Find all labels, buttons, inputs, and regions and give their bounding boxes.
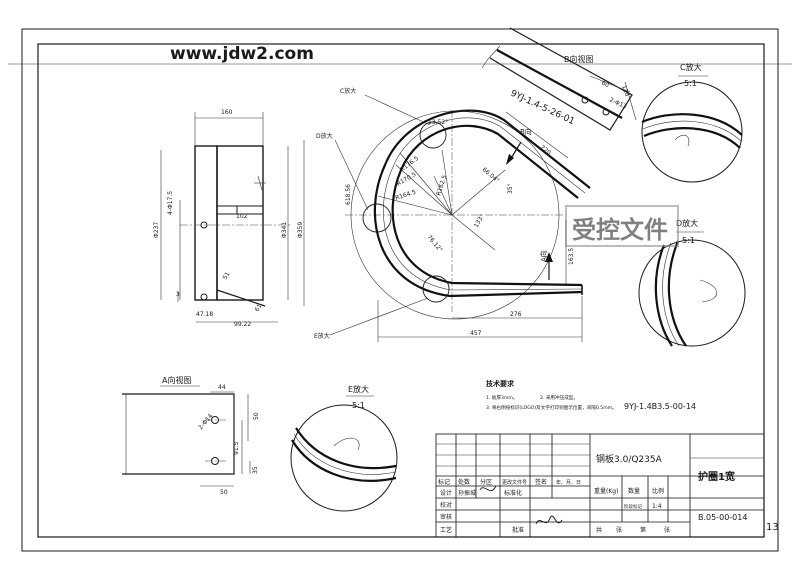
a-view-dim-35: 35 [252,466,259,474]
a-view [122,391,251,487]
dim-left-99: 99.22 [234,321,251,328]
title-part-ref: 9YJ-1.4B3.5-00-14 [624,402,696,411]
dim-left-160: 160 [221,109,233,116]
tb-header-zone: 分区 [480,478,492,486]
tb-sheets-total-b: 张 [616,526,622,534]
dim-main-angle-13: 13.52° [428,119,448,126]
c-detail-view [641,81,743,183]
dim-main-angle-35: 35° [507,183,514,194]
e-detail-title: E放大 [348,384,369,394]
dim-main-r162: R162.5 [435,174,448,197]
tb-role-check: 校对 [440,501,452,509]
tb-sheets-index-b: 张 [664,526,670,534]
d-detail-view [638,239,746,347]
svg-text:受控文件: 受控文件 [572,216,668,244]
dim-left-d341: Φ341 [281,222,288,238]
d-detail-title: D放大 [676,218,698,228]
a-view-dim-50-top: 50 [253,412,260,420]
a-view-dim-50-bottom: 50 [220,489,228,496]
tb-role-review: 审核 [440,513,452,521]
leader-d-label: D放大 [316,132,333,140]
tb-scale-value: 1:4 [652,503,662,510]
a-view-title: A向视图 [162,375,191,385]
tb-material: 钢板3.0/Q235A [596,453,663,465]
dim-main-457: 457 [470,330,482,337]
tb-scale-label: 比例 [652,487,664,495]
dim-left-d237: Φ237 [153,222,160,238]
e-detail-view [290,404,398,512]
b-view-dim-128: 128 [620,84,631,97]
b-view-title: B向视图 [564,54,594,64]
dim-left-47: 47.18 [196,311,213,318]
d-detail-scale: 5:1 [682,236,695,245]
dim-main-r176: R176.5 [399,155,420,174]
tb-header-signature: 签名 [535,478,547,486]
outer-frame [21,28,779,552]
main-view-guard [329,94,591,342]
left-section-view [160,112,305,323]
dim-left-d359: Φ359 [297,222,304,238]
b-view [481,27,637,131]
tb-header-date: 年、月、日 [556,479,581,486]
dim-main-163: 163.5 [568,248,575,265]
leader-e-label: E放大 [314,332,330,340]
signature-scribble [535,515,563,525]
dim-main-618: 618.56 [345,184,352,205]
notes-item-3: 3. 将右侧按标识(LOGO)及文字打印到图示位置，间隔0.5mm。 [486,404,617,411]
b-direction-label: B向 [520,127,532,136]
inner-frame [37,43,765,538]
dim-main-angle-76: 76.12° [425,234,443,254]
dim-left-102: 102 [236,213,248,220]
tb-extra-approve: 批准 [512,526,524,534]
watermark-url: www.jdw2.com [170,44,314,64]
dim-left-holes: 4-Φ17.5 [167,191,174,215]
tb-sheets-total-a: 共 [596,526,602,534]
c-detail-scale: 5:1 [684,79,697,88]
notes-item-2: 2. 采用冲压成型。 [540,394,578,401]
tb-sheets-index-a: 第 [640,526,646,534]
a-direction-label: A向 [539,250,548,262]
dim-main-angle-133: 133° [473,213,486,229]
leader-c-label: C放大 [340,87,356,95]
tb-name-design: 孙振城 [458,489,476,497]
a-view-dim-91: 91.5 [233,441,240,455]
tb-drawing-number: B.05-00-014 [698,513,747,522]
tb-stage-label: 阶段标记 [624,503,642,510]
e-detail-scale: 5:1 [352,401,365,410]
title-block [435,433,765,538]
c-detail-title: C放大 [680,62,702,72]
tb-side-note: 13 [766,522,779,533]
tb-extra-standard: 标准化 [504,489,522,497]
tb-header-count: 处数 [458,478,470,486]
dim-left-3: 3 [176,291,180,298]
tb-role-process: 工艺 [440,526,452,534]
b-view-dim-60: 60 [600,79,610,89]
controlled-document-stamp: 受控文件 [565,205,679,247]
tb-role-design: 设计 [440,489,452,497]
b-view-dim-holes: 2-Φ13 [608,96,628,110]
tb-quantity-label: 数量 [628,487,640,495]
a-view-dim-44: 44 [218,384,226,391]
notes-heading: 技术要求 [486,379,515,388]
dim-main-r164: R164.5 [394,189,417,202]
notes-item-1: 1. 板厚3mm。 [486,394,518,401]
designer-signature [479,485,497,492]
dim-main-276: 276 [510,311,522,318]
dim-left-51: 51 [222,271,232,281]
dim-left-61: 61 [254,303,264,313]
dim-main-220: 220 [539,144,552,157]
tb-header-change-doc: 更改文件号 [502,479,527,486]
tb-header-mark: 标记 [438,478,450,486]
tb-part-name: 护圈1宽 [698,470,735,483]
tb-weight-label: 重量(Kg) [594,487,618,495]
